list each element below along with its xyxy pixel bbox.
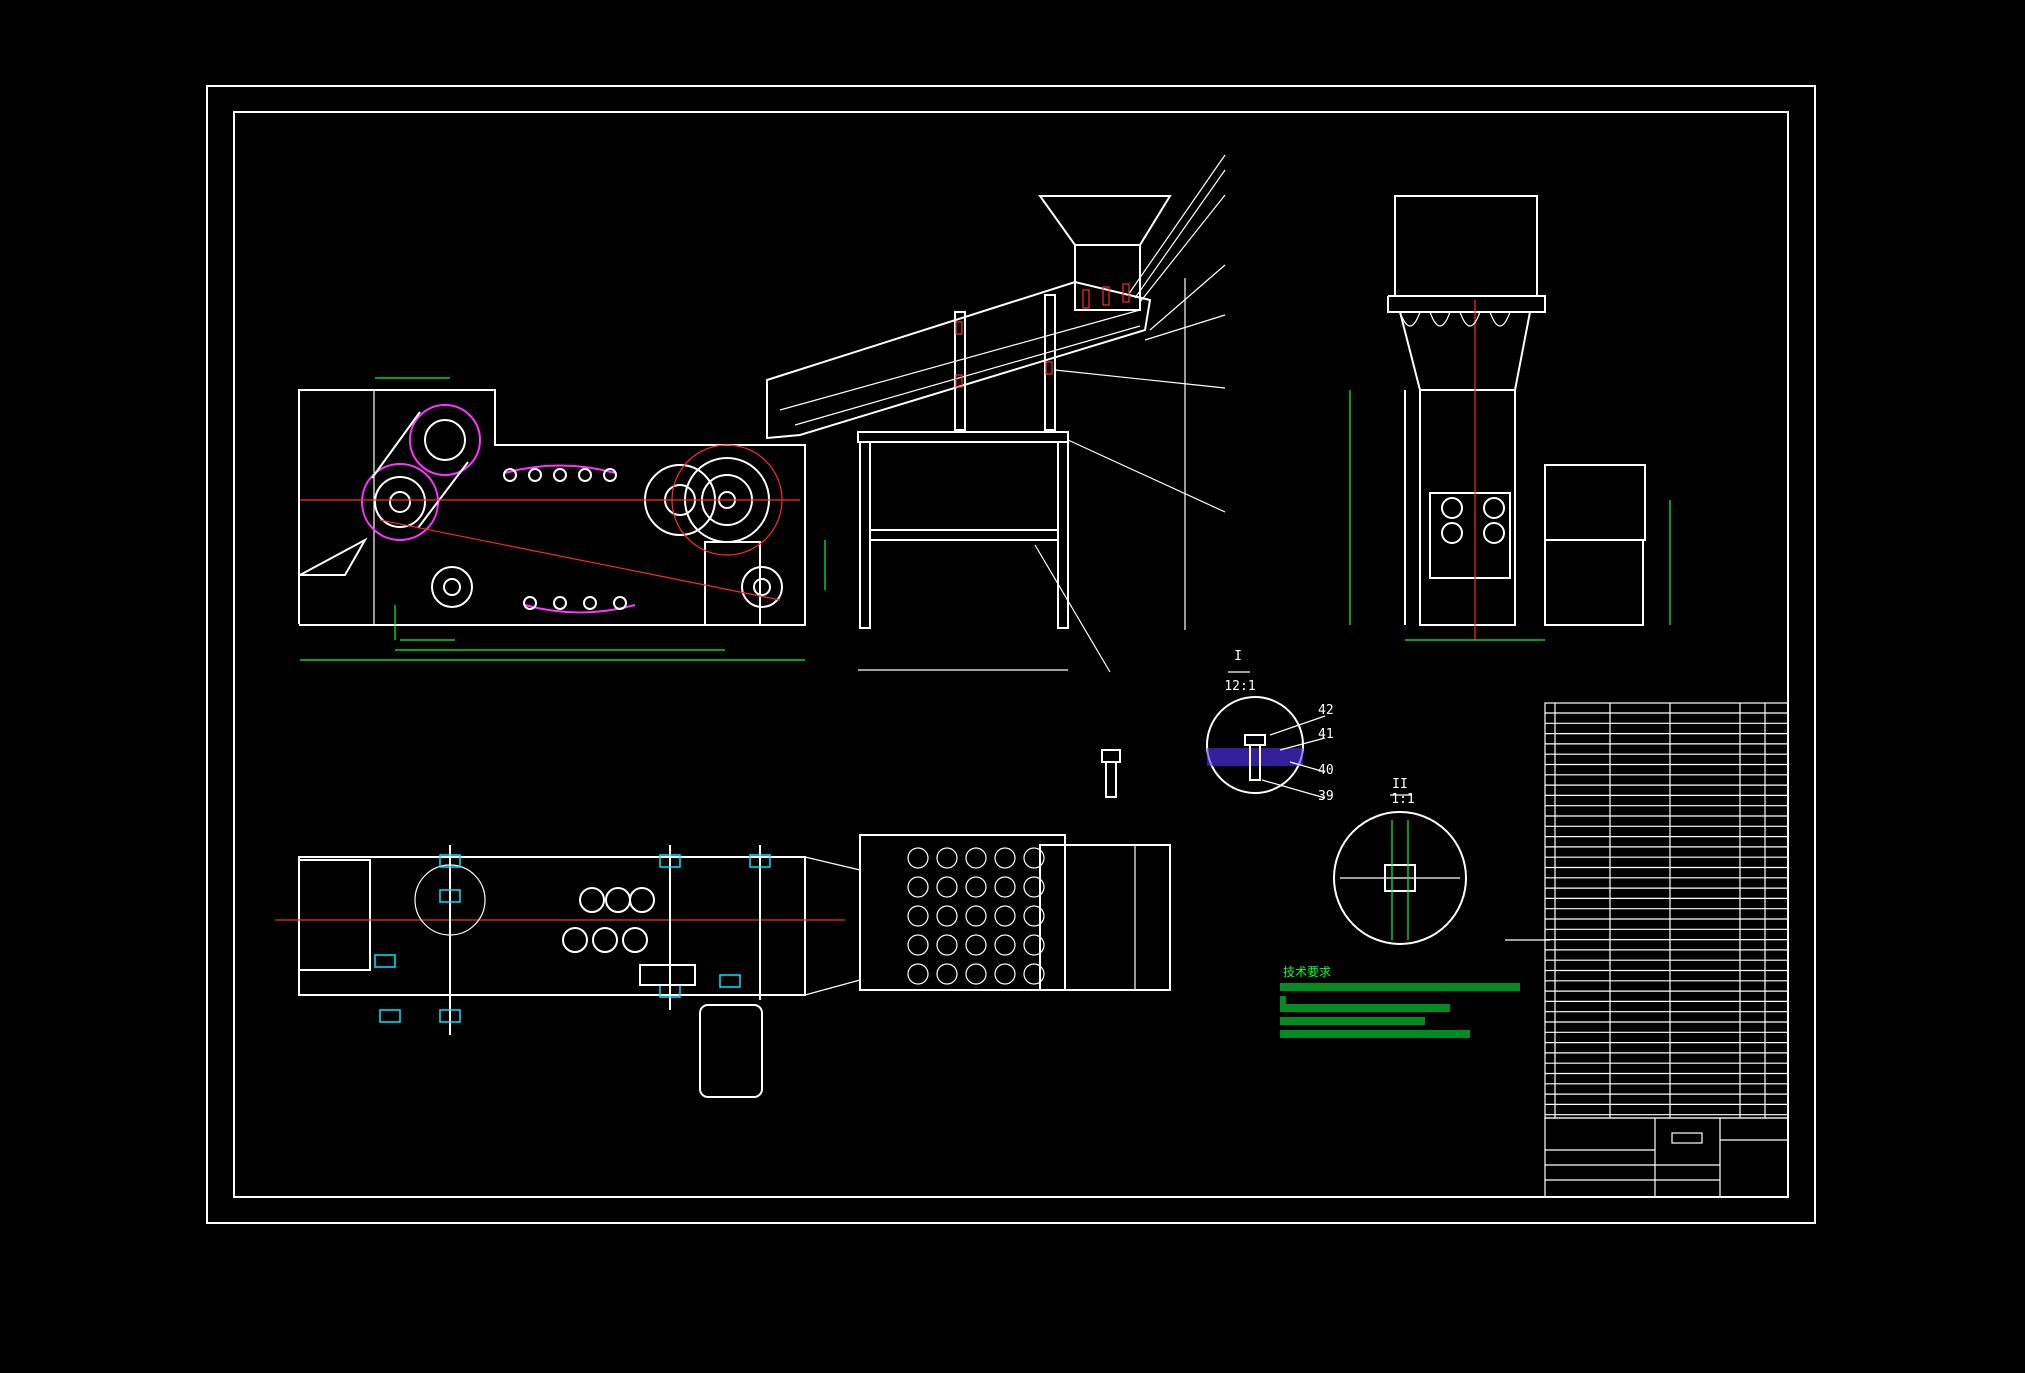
detail-ii: II 1:1 — [1333, 777, 1550, 945]
end-view — [1349, 195, 1671, 641]
sieve-hole — [1023, 876, 1045, 898]
sieve-hole — [965, 876, 987, 898]
sieve-hole — [907, 905, 929, 927]
title-block — [1544, 1117, 1789, 1198]
sieve-hole — [907, 963, 929, 985]
callout-41: 41 — [1318, 727, 1334, 742]
sieve-hole — [936, 963, 958, 985]
sieve-hole — [936, 934, 958, 956]
technical-notes: 技术要求 — [1280, 965, 1520, 1038]
top-view — [275, 834, 1171, 1098]
sieve-hole — [965, 934, 987, 956]
detail-i-scale: 12:1 — [1224, 679, 1255, 694]
outer-sheet-border — [206, 85, 1816, 1224]
sieve-hole — [907, 934, 929, 956]
technical-notes-heading: 技术要求 — [1283, 965, 1331, 979]
sieve-hole — [994, 876, 1016, 898]
sieve-hole — [994, 905, 1016, 927]
side-view — [766, 154, 1226, 673]
detail-i-title: I — [1234, 649, 1242, 664]
detail-ii-scale: 1:1 — [1391, 792, 1414, 807]
sieve-holes — [907, 847, 1045, 985]
sieve-hole — [936, 905, 958, 927]
sieve-hole — [1023, 934, 1045, 956]
inner-drawing-frame — [233, 111, 1789, 1198]
detail-ii-title: II — [1392, 777, 1408, 792]
sieve-hole — [1023, 847, 1045, 869]
front-view — [298, 377, 826, 661]
callout-40: 40 — [1318, 763, 1334, 778]
sieve-hole — [907, 876, 929, 898]
screw-part — [1101, 749, 1121, 798]
parts-list — [1544, 702, 1789, 1119]
sieve-hole — [994, 963, 1016, 985]
sieve-hole — [936, 847, 958, 869]
sieve-hole — [994, 847, 1016, 869]
sieve-hole — [936, 876, 958, 898]
detail-i: I 12:1 42 41 40 39 — [1206, 649, 1334, 804]
sieve-hole — [965, 847, 987, 869]
sieve-hole — [994, 934, 1016, 956]
sieve-hole — [907, 847, 929, 869]
sieve-hole — [965, 905, 987, 927]
sieve-hole — [965, 963, 987, 985]
sieve-hole — [1023, 905, 1045, 927]
sieve-hole — [1023, 963, 1045, 985]
callout-39: 39 — [1318, 789, 1334, 804]
callout-42: 42 — [1318, 703, 1334, 718]
